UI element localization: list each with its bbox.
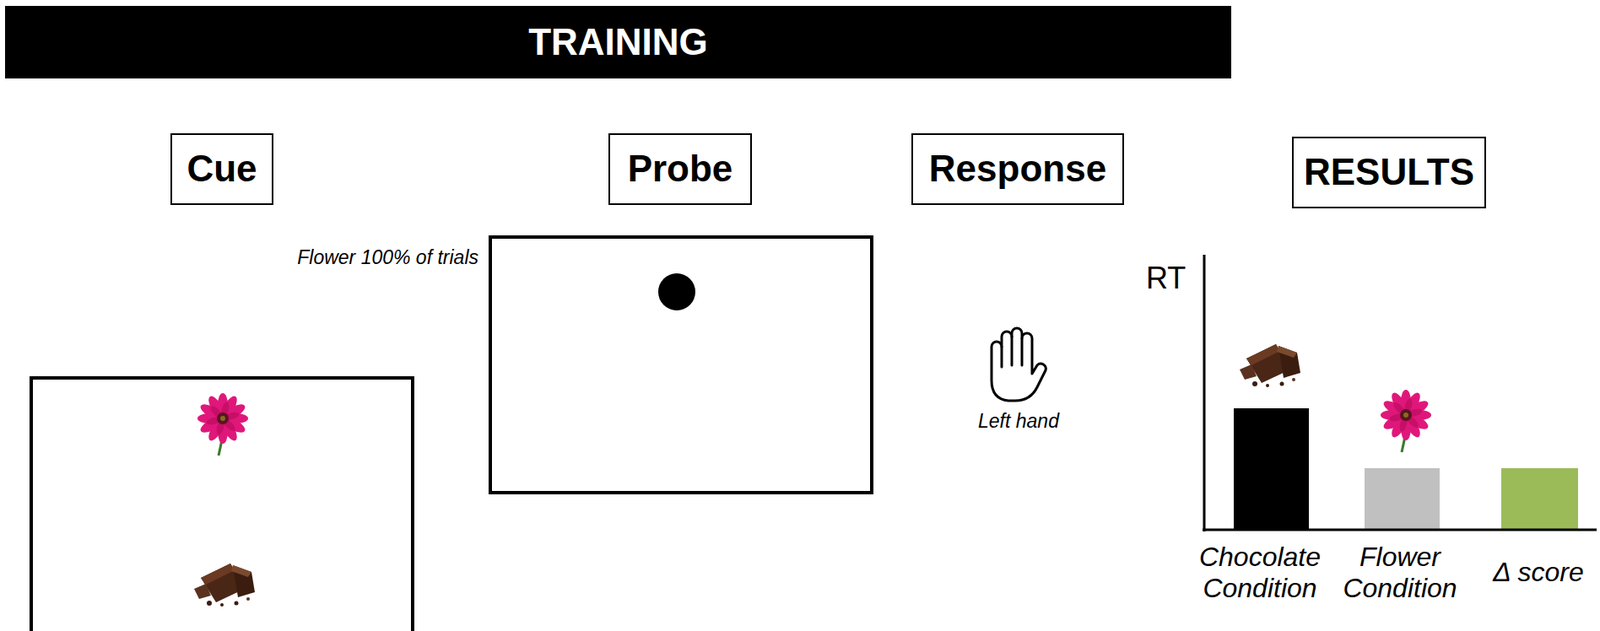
condition-label: Δ score <box>1492 556 1584 589</box>
box-label: Cue <box>186 147 257 191</box>
results-box: RESULTS <box>1291 136 1487 209</box>
condition-label: Chocolate Condition <box>1192 541 1328 605</box>
chocolate-image <box>194 563 255 607</box>
probe-screen <box>490 237 872 493</box>
flower-image <box>197 393 249 456</box>
hand-label: Left hand <box>978 410 1060 433</box>
cue-screen <box>31 378 413 631</box>
box-label: Response <box>929 147 1107 191</box>
box-label: Probe <box>627 147 734 191</box>
condition-label: Flower Condition <box>1332 541 1468 605</box>
hand-icon <box>991 328 1046 401</box>
chocolate-bar <box>1233 408 1309 530</box>
axis-label: RT <box>1145 260 1186 296</box>
step-box: Response <box>911 133 1125 206</box>
chocolate-image <box>1239 344 1301 388</box>
step-box: Cue <box>170 133 274 206</box>
probe-dot <box>658 273 696 311</box>
flower-image <box>1380 389 1432 453</box>
y-axis <box>1203 254 1206 532</box>
title-text: TRAINING <box>528 21 709 65</box>
step-box: Probe <box>608 133 752 206</box>
delta-bar <box>1501 468 1579 530</box>
x-axis <box>1202 529 1597 532</box>
flower-bar <box>1364 468 1440 530</box>
box-label: RESULTS <box>1303 151 1475 195</box>
probe-note: Flower 100% of trials <box>297 246 479 269</box>
title-band: TRAINING <box>5 5 1232 79</box>
